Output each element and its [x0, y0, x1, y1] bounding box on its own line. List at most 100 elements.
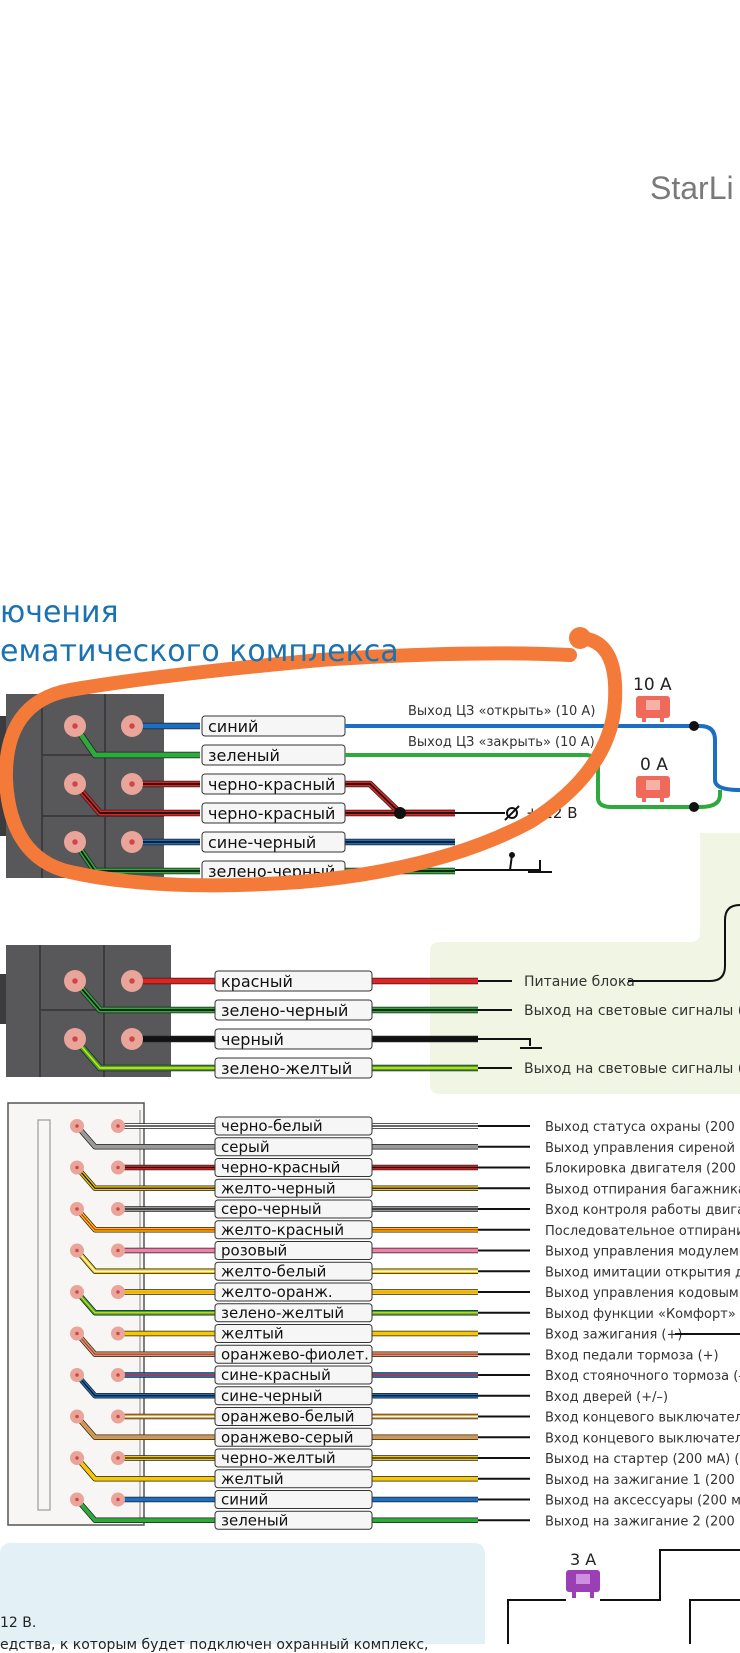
wire-label-text: желто-оранж.	[221, 1283, 333, 1301]
wire	[74, 1248, 215, 1274]
wire-label-text: серо-черный	[221, 1200, 322, 1218]
info-line-2: едства, к которым будет подключен охранн…	[0, 1637, 429, 1653]
wire-function: Вход педали тормоза (+)	[545, 1348, 719, 1363]
pin-icon	[111, 1326, 125, 1341]
pin-icon	[64, 715, 86, 737]
wire	[74, 1456, 215, 1482]
wire-label-text: оранжево-фиолет.	[221, 1345, 369, 1363]
fuse-label: 10 A	[633, 675, 672, 695]
wire-label: сине-красный	[214, 1365, 373, 1385]
pin-icon	[111, 1119, 125, 1133]
wire-label-text: желто-белый	[221, 1262, 326, 1280]
wire-label-text: черно-желтый	[221, 1449, 336, 1467]
junction-dot	[394, 807, 406, 819]
wire-label-text: зелено-желтый	[221, 1304, 344, 1322]
fuse-icon	[566, 1570, 600, 1598]
fuse-label: 0 A	[640, 755, 668, 775]
fuse-icon	[636, 696, 670, 722]
blue-panel	[0, 1543, 485, 1644]
pin-icon	[70, 1451, 84, 1465]
wire-label-text: красный	[221, 972, 293, 991]
pin-icon	[70, 1160, 84, 1175]
wire-function: Выход на аксессуары (200 мА)	[545, 1494, 740, 1509]
wire-label-text: сине-черный	[221, 1387, 322, 1405]
wire-function: Выход отпирания багажника	[545, 1182, 740, 1197]
wire-function: Вход стояночного тормоза (-	[545, 1369, 740, 1384]
wire-function: Выход на стартер (200 мА) (–)	[545, 1452, 740, 1467]
annotation-circle	[0, 631, 623, 893]
wire	[74, 1290, 215, 1316]
pin-icon	[70, 1119, 84, 1133]
wire-label-text: зелено-черный	[221, 1001, 348, 1020]
wire-label: желтый	[214, 1324, 373, 1343]
wire-label-text: серый	[221, 1138, 270, 1156]
power-route	[640, 904, 740, 982]
wire-label-text: черно-красный	[208, 775, 335, 794]
wire-label-text: синий	[221, 1491, 268, 1509]
pin-icon	[64, 1028, 86, 1050]
wire-label-text: оранжево-белый	[221, 1408, 355, 1426]
wire-label: зелено-черный	[214, 999, 373, 1021]
pin-icon	[121, 831, 143, 853]
pin-icon	[70, 1243, 84, 1258]
wire-label: оранжево-белый	[214, 1407, 373, 1426]
wire-function: Выход управления сиреной	[545, 1141, 735, 1156]
wire-function: Выход управления модулем	[545, 1245, 739, 1260]
wire	[72, 1036, 215, 1072]
wire-function: Вход концевого выключател	[545, 1431, 740, 1446]
wire-label: сине-черный	[201, 831, 346, 853]
green-panel	[430, 833, 740, 1094]
wire-label-text: синий	[208, 717, 258, 736]
wire	[74, 1497, 215, 1523]
wire-label-text: зелено-желтый	[221, 1059, 352, 1078]
wire-label: зеленый	[214, 1510, 373, 1530]
wire	[74, 1207, 215, 1233]
wire-label-text: розовый	[221, 1242, 287, 1260]
wire-function: Выход статуса охраны (200 м	[545, 1120, 740, 1135]
fuse-3-wire	[507, 1549, 740, 1644]
pin-icon	[121, 1028, 143, 1050]
wire-function: Выход имитации открытия д	[545, 1265, 740, 1280]
info-line-1: 12 В.	[0, 1615, 37, 1631]
pin-icon	[70, 1326, 84, 1341]
wire-label-text: сине-черный	[208, 833, 316, 852]
wire-function: Блокировка двигателя (200 м	[545, 1162, 740, 1177]
pin-icon	[111, 1285, 125, 1299]
wire	[72, 978, 215, 1014]
wire-label: черный	[214, 1028, 373, 1050]
wire-label: черно-красный	[201, 802, 346, 824]
pin-icon	[111, 1160, 125, 1175]
ground-icon	[478, 1038, 542, 1049]
wire-label: сине-черный	[214, 1386, 373, 1406]
wire-function: Выход функции «Комфорт» (2	[545, 1307, 740, 1322]
pin-icon	[64, 831, 86, 853]
wire-label: черно-белый	[214, 1116, 373, 1136]
wire-label: желто-белый	[214, 1261, 373, 1281]
junction-dot	[689, 802, 699, 812]
pin-icon	[70, 1202, 84, 1216]
pin-icon	[111, 1409, 125, 1424]
wire-label-text: оранжево-серый	[221, 1428, 353, 1446]
wire-label-text: черно-красный	[221, 1159, 340, 1177]
pin-icon	[111, 1243, 125, 1258]
wire-function: Последовательное отпирани	[545, 1224, 740, 1239]
wire	[74, 1414, 215, 1440]
wire-function: Выход на зажигание 2 (200 мА	[545, 1514, 740, 1529]
wire-label-text: зеленый	[221, 1511, 288, 1529]
pin-icon	[64, 773, 86, 795]
wire-function: Вход концевого выключател	[545, 1411, 740, 1426]
wire-label: синий	[201, 715, 346, 737]
section-title-line1: ючения	[0, 595, 119, 630]
wire-function: Вход контроля работы двига	[545, 1203, 740, 1218]
wire-label: серый	[214, 1137, 373, 1157]
wire-label-text: желтый	[221, 1470, 284, 1488]
wire-function: Выход на световые сигналы (7,5	[524, 1003, 740, 1019]
junction-dot	[689, 721, 699, 731]
wire-function: Вход дверей (+/–)	[545, 1390, 668, 1405]
terminal-icon	[504, 805, 520, 821]
pin-icon	[64, 970, 86, 992]
wire-label: серо-черный	[214, 1199, 373, 1219]
wire-label: желто-черный	[214, 1178, 373, 1198]
wire-label: желто-красный	[214, 1220, 373, 1240]
